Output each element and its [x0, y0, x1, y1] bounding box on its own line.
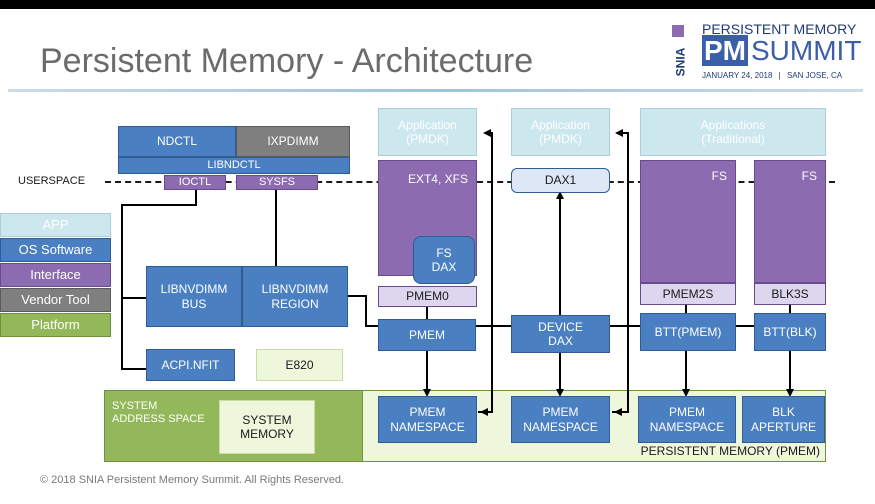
dax1-box: DAX1 — [511, 168, 610, 193]
pmem-namespace-box-3: PMEM NAMESPACE — [638, 396, 736, 443]
libnvdimm-bus-box: LIBNVDIMM BUS — [146, 266, 242, 327]
apps-traditional-box: Applications (Traditional) — [640, 108, 826, 156]
blk-aperture-box: BLK APERTURE — [742, 396, 825, 443]
sysfs-box: SYSFS — [236, 175, 318, 190]
e820-box: E820 — [256, 349, 343, 381]
system-address-space-label: SYSTEM ADDRESS SPACE — [112, 400, 205, 426]
logo-summit: SUMMIT — [751, 35, 862, 66]
legend-platform: Platform — [0, 313, 111, 337]
blk3s-box: BLK3S — [754, 283, 826, 305]
app-pmdk-box-2: Application (PMDK) — [511, 108, 610, 156]
userspace-label: USERSPACE — [18, 175, 86, 187]
logo-line1: PERSISTENT MEMORY — [702, 21, 857, 37]
footer-copyright: © 2018 SNIA Persistent Memory Summit. Al… — [40, 474, 344, 486]
legend-interface: Interface — [0, 263, 111, 287]
fs-dax-box: FS DAX — [413, 236, 475, 284]
logo-pm: PM — [702, 35, 748, 66]
btt-pmem-box: BTT(PMEM) — [640, 313, 736, 351]
pmem-namespace-box-1: PMEM NAMESPACE — [378, 396, 477, 443]
persistent-memory-label: PERSISTENT MEMORY (PMEM) — [640, 444, 820, 458]
logo-date-line: JANUARY 24, 2018 | SAN JOSE, CA — [702, 71, 842, 80]
logo-sep: | — [778, 71, 781, 80]
logo-location: SAN JOSE, CA — [786, 71, 843, 80]
slide: Persistent Memory - Architecture SNIA PE… — [0, 9, 875, 504]
pmem-box: PMEM — [378, 319, 476, 351]
ixpdimm-box: IXPDIMM — [236, 126, 350, 157]
libnvdimm-region-box: LIBNVDIMM REGION — [242, 266, 348, 327]
fs-box-1: FS — [640, 160, 736, 283]
pmem2s-box: PMEM2S — [640, 283, 736, 305]
legend-vendor-tool: Vendor Tool — [0, 288, 111, 312]
acpi-nfit-box: ACPI.NFIT — [146, 349, 235, 381]
pmem0-box: PMEM0 — [378, 286, 477, 307]
slide-title: Persistent Memory - Architecture — [40, 42, 534, 80]
fs-box-2: FS — [754, 160, 826, 283]
ioctl-box: IOCTL — [164, 175, 226, 190]
system-memory-box: SYSTEM MEMORY — [219, 400, 315, 454]
libndctl-box: LIBNDCTL — [118, 157, 350, 174]
pmem-namespace-box-2: PMEM NAMESPACE — [511, 396, 610, 443]
connector-lines — [121, 129, 794, 416]
app-pmdk-box-1: Application (PMDK) — [378, 108, 477, 156]
legend-app: APP — [0, 213, 111, 237]
device-dax-box: DEVICE DAX — [511, 315, 610, 353]
snia-logo-mark — [672, 25, 684, 37]
legend-os-software: OS Software — [0, 238, 111, 262]
ndctl-box: NDCTL — [118, 126, 236, 157]
title-underline — [8, 89, 863, 92]
btt-blk-box: BTT(BLK) — [754, 313, 826, 351]
logo-date: JANUARY 24, 2018 — [702, 71, 773, 80]
